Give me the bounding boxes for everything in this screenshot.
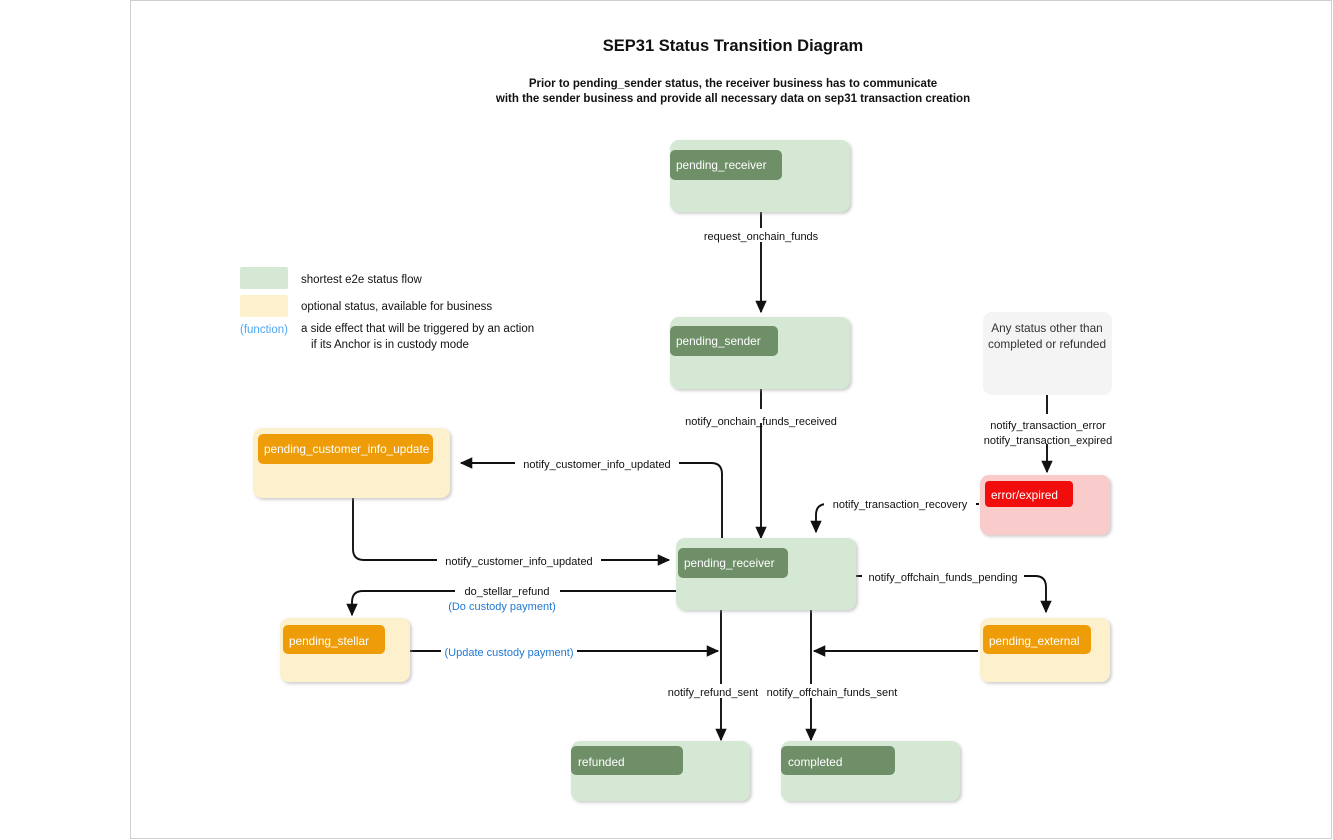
edge-do-stellar-refund: [346, 590, 676, 617]
node-any-status[interactable]: Any status other than completed or refun…: [983, 312, 1112, 395]
edge-label-notify-transaction-expired: notify_transaction_expired: [984, 435, 1112, 447]
node-pending-customer-info-update[interactable]: pending_customer_info_update: [253, 428, 450, 498]
node-refunded[interactable]: refunded: [571, 741, 750, 801]
node-label-line-2: completed or refunded: [988, 337, 1106, 351]
legend-swatch-green: [240, 267, 288, 289]
node-label: pending_receiver: [676, 158, 767, 172]
node-completed[interactable]: completed: [781, 741, 960, 801]
node-inner-box: [258, 434, 433, 464]
node-label: completed: [788, 755, 842, 769]
edge-label-notify-transaction-recovery: notify_transaction_recovery: [833, 499, 968, 511]
node-pending-receiver-top[interactable]: pending_receiver: [670, 140, 850, 212]
legend: shortest e2e status flow optional status…: [240, 267, 534, 351]
node-label: refunded: [578, 755, 625, 769]
legend-function-desc-2: if its Anchor is in custody mode: [311, 339, 469, 351]
node-label: pending_sender: [676, 334, 761, 348]
node-label: pending_customer_info_update: [264, 442, 430, 456]
node-error-expired[interactable]: error/expired: [980, 475, 1110, 535]
node-label: pending_external: [989, 634, 1080, 648]
node-inner-box: [985, 481, 1073, 507]
edge-label-do-stellar-refund: do_stellar_refund: [464, 586, 549, 598]
page-title: SEP31 Status Transition Diagram: [603, 37, 863, 55]
edge-label-do-custody-payment: (Do custody payment): [448, 601, 556, 613]
edge-notify-offchain-funds-pending: [856, 575, 1052, 614]
edge-label-notify-offchain-funds-sent: notify_offchain_funds_sent: [767, 687, 898, 699]
node-label-line-1: Any status other than: [991, 321, 1102, 335]
edge-notify-customer-info-updated-out: [459, 457, 723, 538]
legend-swatch-cream: [240, 295, 288, 317]
node-pending-sender[interactable]: pending_sender: [670, 317, 850, 389]
node-pending-external[interactable]: pending_external: [980, 618, 1110, 682]
node-inner-box: [670, 150, 782, 180]
edge-label-notify-refund-sent: notify_refund_sent: [668, 687, 759, 699]
node-pending-receiver-mid[interactable]: pending_receiver: [676, 538, 856, 610]
edge-label-notify-onchain-funds-received: notify_onchain_funds_received: [685, 416, 837, 428]
node-inner-box: [670, 326, 778, 356]
edge-notify-customer-info-updated-in: [352, 498, 671, 566]
edges-layer: [346, 212, 1053, 742]
node-inner-box: [571, 746, 683, 775]
legend-function-key: (function): [240, 324, 288, 336]
legend-label-green: shortest e2e status flow: [301, 274, 423, 286]
node-label: pending_stellar: [289, 634, 369, 648]
node-label: error/expired: [991, 488, 1058, 502]
node-inner-box: [283, 625, 385, 654]
edge-label-notify-customer-info-updated-out: notify_customer_info_updated: [523, 459, 670, 471]
node-outer-box: [983, 312, 1112, 395]
node-inner-box: [678, 548, 788, 578]
edge-label-update-custody-payment: (Update custody payment): [444, 647, 573, 659]
node-label: pending_receiver: [684, 556, 775, 570]
subtitle-line-2: with the sender business and provide all…: [495, 93, 970, 105]
edge-label-request-onchain-funds: request_onchain_funds: [704, 231, 819, 243]
node-pending-stellar[interactable]: pending_stellar: [280, 618, 410, 682]
subtitle-line-1: Prior to pending_sender status, the rece…: [529, 78, 937, 90]
node-inner-box: [781, 746, 895, 775]
edge-labels-layer: request_onchain_funds notify_onchain_fun…: [437, 228, 1114, 699]
node-inner-box: [983, 625, 1091, 654]
edge-label-notify-offchain-funds-pending: notify_offchain_funds_pending: [868, 572, 1017, 584]
edge-label-notify-transaction-error: notify_transaction_error: [990, 420, 1106, 432]
legend-label-cream: optional status, available for business: [301, 301, 492, 313]
edge-label-notify-customer-info-updated-in: notify_customer_info_updated: [445, 556, 592, 568]
legend-function-desc-1: a side effect that will be triggered by …: [301, 323, 534, 335]
